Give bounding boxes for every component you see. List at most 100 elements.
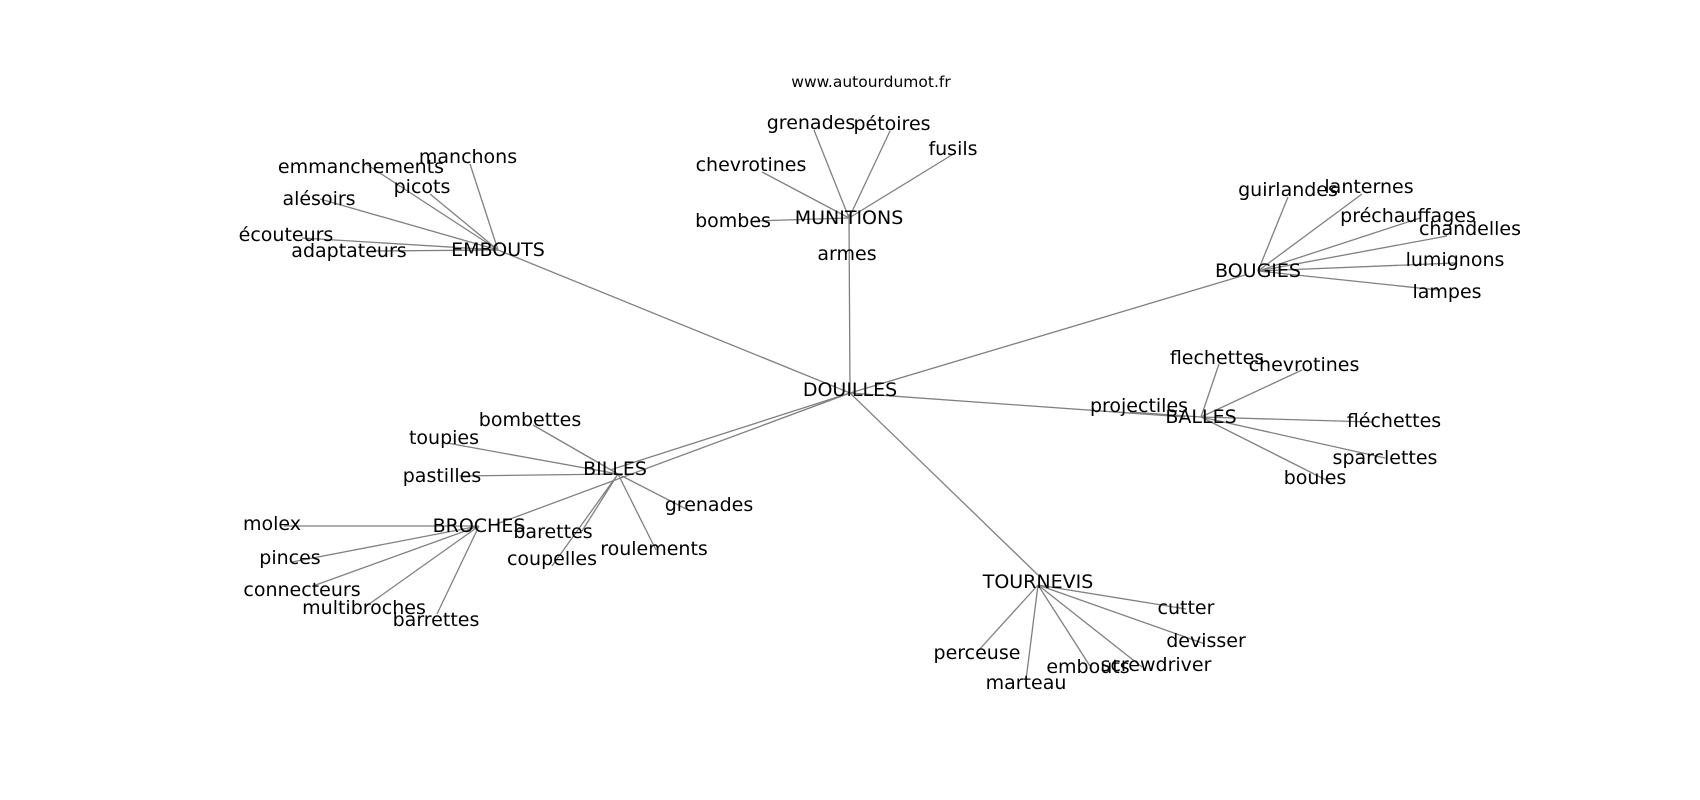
edge-bougies-lumignons <box>1257 262 1456 272</box>
edge-munitions-petoires <box>848 130 891 219</box>
edge-bougies-prechauffages <box>1257 217 1421 272</box>
node-roulements[interactable]: roulements <box>600 538 708 560</box>
edge-broches-pinces <box>291 525 480 563</box>
node-broches[interactable]: BROCHES <box>433 515 526 537</box>
edge-billes-pastilles <box>458 473 619 477</box>
node-screwdriver[interactable]: screwdriver <box>1101 654 1212 676</box>
edge-munitions-grenades_top <box>813 129 850 219</box>
edge-douilles-billes <box>609 392 851 471</box>
edge-bougies-lampes <box>1257 270 1439 291</box>
node-cutter[interactable]: cutter <box>1158 597 1215 619</box>
node-lumignons[interactable]: lumignons <box>1406 249 1505 271</box>
node-bougies[interactable]: BOUGIES <box>1215 260 1301 282</box>
node-multibroches[interactable]: multibroches <box>302 597 426 619</box>
edge-billes-roulements <box>617 473 657 551</box>
node-armes[interactable]: armes <box>817 243 876 265</box>
node-bombes[interactable]: bombes <box>695 210 771 232</box>
node-embouts-leaf[interactable]: embouts <box>1046 656 1129 678</box>
edge-munitions-chevrotines_top <box>761 171 850 219</box>
node-bombettes[interactable]: bombettes <box>479 409 581 431</box>
node-flechettes[interactable]: flechettes <box>1170 347 1264 369</box>
edge-douilles-tournevis <box>849 392 1039 576</box>
node-connecteurs[interactable]: connecteurs <box>243 579 360 601</box>
node-boules[interactable]: boules <box>1284 467 1347 489</box>
node-chevrotines-top[interactable]: chevrotines <box>696 154 807 176</box>
node-guirlandes[interactable]: guirlandes <box>1238 179 1338 201</box>
node-chevrotines-right[interactable]: chevrotines <box>1249 354 1360 376</box>
edge-tournevis-marteau <box>1025 584 1039 681</box>
node-chandelles[interactable]: chandelles <box>1419 218 1521 240</box>
edge-tournevis-cutter <box>1037 584 1187 610</box>
edge-tournevis-embouts_leaf <box>1037 584 1091 667</box>
edge-douilles-embouts_hub <box>497 249 851 394</box>
edge-balles-projectiles <box>1129 411 1202 418</box>
edge-embouts_hub-ecouteurs <box>301 237 499 251</box>
node-lanternes[interactable]: lanternes <box>1324 176 1413 198</box>
edge-balles-boules <box>1200 416 1331 483</box>
node-pinces[interactable]: pinces <box>259 547 320 569</box>
edge-billes-toupies <box>446 442 619 475</box>
edge-broches-multibroches <box>364 525 480 608</box>
node-munitions[interactable]: MUNITIONS <box>795 207 904 229</box>
edge-balles-flechettes_accent <box>1200 416 1373 423</box>
edge-douilles-munitions <box>848 213 851 394</box>
edge-munitions-bombes <box>753 217 850 222</box>
node-perceuse[interactable]: perceuse <box>934 642 1021 664</box>
node-petoires[interactable]: pétoires <box>853 113 930 135</box>
edge-tournevis-screwdriver <box>1037 584 1143 668</box>
node-barrettes[interactable]: barrettes <box>393 609 480 631</box>
node-marteau[interactable]: marteau <box>986 672 1067 694</box>
edge-douilles-balles <box>849 392 1186 418</box>
node-billes[interactable]: BILLES <box>583 458 647 480</box>
node-prechauffages[interactable]: préchauffages <box>1340 205 1476 227</box>
edge-tournevis-devisser <box>1037 584 1206 645</box>
node-alesoirs[interactable]: alésoirs <box>282 188 355 210</box>
node-sparclettes[interactable]: sparclettes <box>1333 447 1438 469</box>
source-label: www.autourdumot.fr <box>791 73 951 91</box>
edge-munitions-fusils <box>848 152 956 219</box>
node-emmanchements[interactable]: emmanchements <box>278 156 444 178</box>
node-ecouteurs[interactable]: écouteurs <box>239 224 334 246</box>
node-toupies[interactable]: toupies <box>409 427 479 449</box>
edge-billes-bombettes <box>532 424 619 475</box>
node-lampes[interactable]: lampes <box>1412 281 1481 303</box>
node-balles[interactable]: BALLES <box>1165 406 1236 428</box>
node-devisser[interactable]: devisser <box>1166 630 1246 652</box>
edge-billes-coupelles <box>551 473 619 567</box>
edge-embouts_hub-picots <box>429 193 499 251</box>
edge-bougies-lanternes <box>1257 193 1363 272</box>
node-pastilles[interactable]: pastilles <box>403 465 481 487</box>
edge-tournevis-perceuse <box>977 584 1039 652</box>
edge-embouts_hub-adaptateurs <box>369 249 499 252</box>
edge-douilles-bougies <box>849 274 1246 394</box>
edge-bougies-chandelles <box>1257 235 1448 272</box>
edge-balles-chevrotines_right <box>1200 369 1303 418</box>
node-barettes[interactable]: barettes <box>513 521 592 543</box>
node-adaptateurs[interactable]: adaptateurs <box>291 240 406 262</box>
node-flechettes-accent[interactable]: fléchettes <box>1347 410 1441 432</box>
node-douilles[interactable]: DOUILLES <box>803 379 897 401</box>
node-coupelles[interactable]: coupelles <box>507 548 597 570</box>
edge-embouts_hub-emmanchements <box>365 163 499 251</box>
graph-node-labels: DOUILLESMUNITIONSarmesgrenadespétoiresfu… <box>239 112 1521 694</box>
edge-embouts_hub-alesoirs <box>319 198 499 251</box>
edge-broches-barrettes <box>436 525 480 615</box>
node-grenades-top[interactable]: grenades <box>767 112 855 134</box>
graph-edges <box>284 129 1456 681</box>
edge-embouts_hub-manchons <box>469 163 499 251</box>
node-grenades-billes[interactable]: grenades <box>665 494 753 516</box>
edge-balles-sparclettes <box>1200 416 1386 459</box>
node-tournevis[interactable]: TOURNEVIS <box>982 571 1094 593</box>
node-fusils[interactable]: fusils <box>928 138 977 160</box>
edge-billes-barettes <box>581 473 619 532</box>
edge-bougies-guirlandes <box>1257 196 1289 272</box>
edge-balles-flechettes <box>1200 363 1220 418</box>
edge-douilles-broches <box>493 392 851 526</box>
node-picots[interactable]: picots <box>394 176 451 198</box>
node-manchons[interactable]: manchons <box>419 146 517 168</box>
node-embouts-hub[interactable]: EMBOUTS <box>451 239 545 261</box>
node-projectiles[interactable]: projectiles <box>1090 395 1188 417</box>
node-molex[interactable]: molex <box>243 513 301 535</box>
edge-broches-connecteurs <box>312 525 480 587</box>
